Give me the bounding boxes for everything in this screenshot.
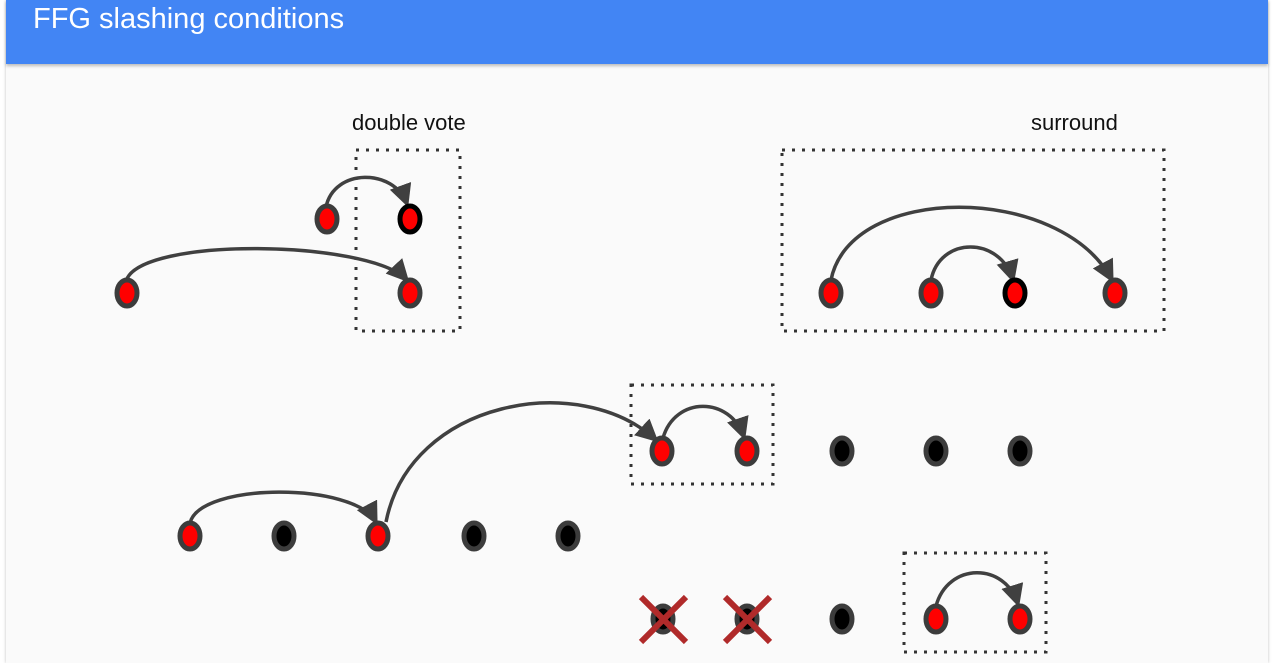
arrow-chain-1 bbox=[188, 490, 378, 526]
node-justified bbox=[1007, 603, 1033, 635]
node-justified bbox=[923, 603, 949, 635]
cross-mark-icon bbox=[638, 594, 689, 645]
conflict-box-middle bbox=[629, 383, 775, 486]
arrow-chain-3 bbox=[661, 404, 749, 441]
node-justified bbox=[397, 277, 423, 309]
arrow-chain-2 bbox=[384, 401, 659, 523]
arrow-bottom-box bbox=[934, 571, 1024, 608]
conflict-box-bottom bbox=[902, 551, 1048, 654]
surround-box bbox=[780, 148, 1166, 333]
node-justified bbox=[1102, 277, 1128, 309]
node-plain bbox=[555, 520, 581, 552]
node-justified bbox=[177, 520, 203, 552]
node-justified bbox=[734, 435, 760, 467]
double-vote-label: double vote bbox=[352, 110, 466, 135]
slide: FFG slashing conditions bbox=[6, 0, 1268, 663]
node-plain bbox=[829, 603, 855, 635]
node-plain bbox=[923, 435, 949, 467]
surround-label: surround bbox=[1031, 110, 1118, 135]
double-vote-box bbox=[354, 148, 462, 333]
arrow-double-vote-top bbox=[324, 175, 412, 208]
node-plain bbox=[461, 520, 487, 552]
arrow-surround-inner bbox=[929, 245, 1019, 284]
slide-title: FFG slashing conditions bbox=[33, 3, 345, 35]
node-justified bbox=[818, 277, 844, 309]
node-justified bbox=[649, 435, 675, 467]
node-justified-conflict bbox=[1002, 277, 1028, 309]
node-plain bbox=[829, 435, 855, 467]
cross-mark-icon bbox=[722, 594, 773, 645]
arrow-double-vote-long bbox=[124, 246, 410, 283]
node-justified bbox=[114, 277, 140, 309]
slide-header: FFG slashing conditions bbox=[6, 0, 1268, 64]
node-justified bbox=[365, 520, 391, 552]
node-justified-conflict bbox=[397, 203, 423, 235]
node-justified bbox=[918, 277, 944, 309]
node-justified bbox=[314, 203, 340, 235]
arrow-surround-outer bbox=[829, 205, 1114, 284]
node-plain bbox=[271, 520, 297, 552]
node-plain bbox=[1007, 435, 1033, 467]
